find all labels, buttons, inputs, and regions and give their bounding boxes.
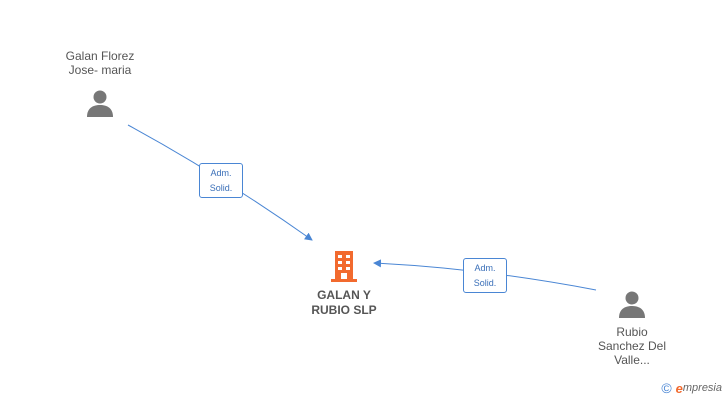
person1-name[interactable]: Galan Florez Jose- maria	[65, 49, 135, 77]
company-building-icon[interactable]	[329, 249, 359, 283]
person2-person-icon[interactable]	[618, 290, 646, 318]
edge1-role-label[interactable]: Adm. Solid.	[199, 163, 243, 198]
brand-logo-text: mpresia	[682, 382, 722, 394]
copyright-symbol: ©	[661, 380, 672, 396]
company-name[interactable]: GALAN Y RUBIO SLP	[311, 288, 377, 317]
person2-name[interactable]: Rubio Sanchez Del Valle...	[597, 325, 667, 367]
edge2-role-label[interactable]: Adm. Solid.	[463, 258, 507, 293]
person1-person-icon[interactable]	[86, 89, 114, 117]
brand-logo-initial: e	[675, 380, 683, 396]
brand-watermark: © e mpresia	[661, 380, 722, 396]
